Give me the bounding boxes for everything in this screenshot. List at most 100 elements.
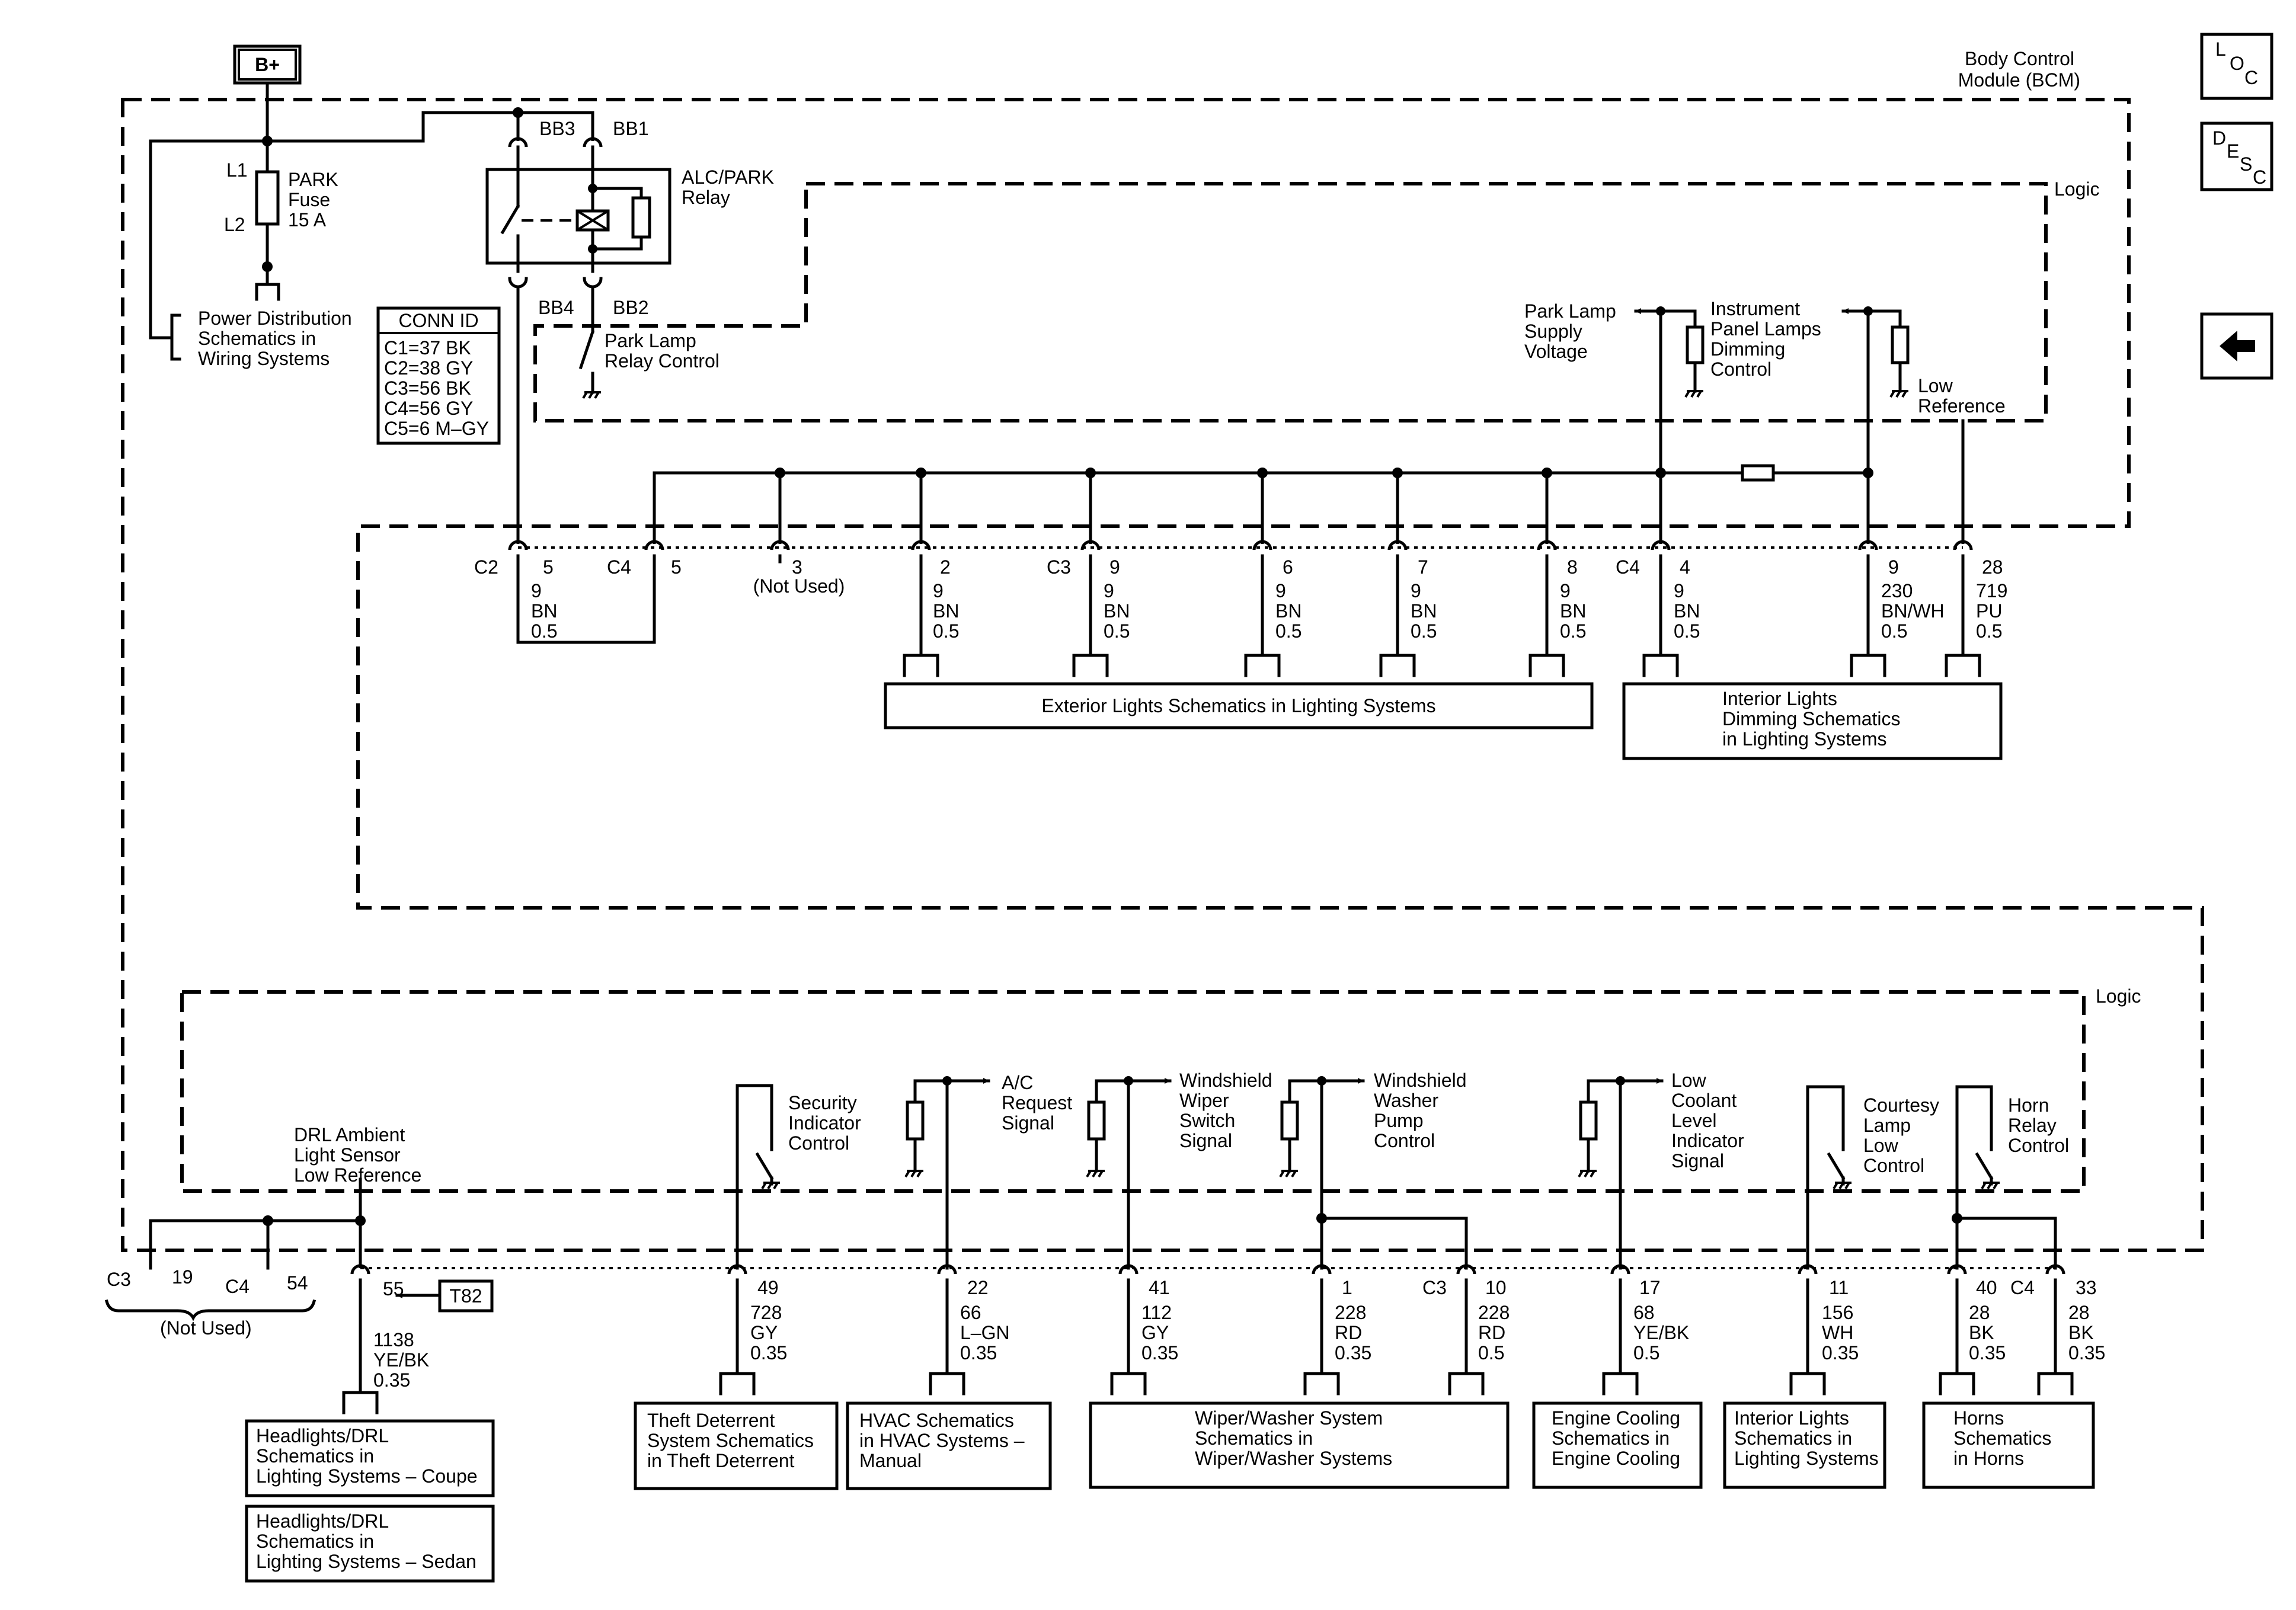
hvac-ref[interactable]: HVAC Schematics in HVAC Systems – Manual — [846, 1401, 1052, 1490]
upper-pin-10-num: 9 — [1888, 556, 1899, 578]
coolant-label-2: Coolant — [1671, 1090, 1737, 1111]
svg-text:System Schematics: System Schematics — [647, 1430, 814, 1451]
courtesy-label-3: Low — [1863, 1135, 1899, 1156]
svg-text:HVAC Schematics: HVAC Schematics — [859, 1410, 1014, 1431]
loc-letter-l: L — [2215, 39, 2226, 60]
wiper-washer-ref[interactable]: Wiper/Washer System Schematics in Wiper/… — [1089, 1401, 1510, 1489]
svg-text:Schematics in: Schematics in — [1195, 1427, 1313, 1449]
svg-text:230: 230 — [1881, 580, 1913, 601]
svg-text:1: 1 — [1342, 1277, 1352, 1298]
svg-text:0.35: 0.35 — [1822, 1342, 1859, 1363]
lower-c4b-label: C4 — [2010, 1277, 2035, 1298]
interior-lights-ref[interactable]: Interior Lights Schematics in Lighting S… — [1723, 1401, 1886, 1489]
svg-text:Lighting Systems – Coupe: Lighting Systems – Coupe — [256, 1465, 478, 1487]
lower-logic-box — [180, 990, 2086, 1193]
conn-id-row-1: C1=37 BK — [384, 337, 471, 359]
svg-text:GY: GY — [750, 1322, 778, 1343]
svg-text:49: 49 — [757, 1277, 779, 1298]
svg-text:Schematics in: Schematics in — [1734, 1427, 1852, 1449]
svg-text:YE/BK: YE/BK — [1633, 1322, 1689, 1343]
interior-dimming-ref[interactable] — [1622, 682, 2003, 760]
upper-pin-11-num: 28 — [1982, 556, 2003, 578]
upper-pin-1-num: 5 — [543, 556, 554, 578]
relay-label-2: Relay — [682, 187, 730, 208]
svg-text:55: 55 — [383, 1278, 404, 1299]
interior-dimming-3: in Lighting Systems — [1722, 728, 1886, 750]
svg-text:BN: BN — [1411, 600, 1437, 622]
horns-ref[interactable]: Horns Schematics in Horns — [1922, 1401, 2095, 1489]
loc-letter-c: C — [2244, 67, 2258, 88]
svg-text:0.35: 0.35 — [750, 1342, 787, 1363]
svg-text:9: 9 — [1560, 580, 1571, 601]
washer-label-4: Control — [1374, 1130, 1435, 1151]
svg-text:0.5: 0.5 — [1560, 620, 1586, 642]
ip-dimming-2: Panel Lamps — [1710, 318, 1821, 340]
svg-text:Schematics in: Schematics in — [256, 1445, 374, 1467]
upper-pin-8-num: 8 — [1567, 556, 1578, 578]
arrow-left-icon — [2220, 331, 2255, 361]
svg-text:Engine Cooling: Engine Cooling — [1552, 1407, 1680, 1429]
svg-text:Theft Deterrent: Theft Deterrent — [647, 1410, 775, 1431]
horn-label-1: Horn — [2008, 1094, 2049, 1116]
back-button[interactable] — [2200, 312, 2273, 380]
svg-text:22: 22 — [967, 1277, 989, 1298]
svg-text:41: 41 — [1149, 1277, 1170, 1298]
svg-text:BN: BN — [1674, 600, 1700, 622]
desc-button[interactable]: D E S C — [2200, 121, 2273, 191]
drl-label-2: Light Sensor — [294, 1144, 401, 1166]
wiper-label-4: Signal — [1179, 1130, 1232, 1151]
bb1-connector — [584, 123, 601, 147]
bb3-connector — [510, 123, 526, 147]
svg-text:WH: WH — [1822, 1322, 1853, 1343]
svg-text:Schematics: Schematics — [1953, 1427, 2051, 1449]
svg-text:9: 9 — [1104, 580, 1114, 601]
ac-label-1: A/C — [1002, 1072, 1033, 1093]
svg-text:0.5: 0.5 — [1275, 620, 1302, 642]
low-ref-1: Low — [1918, 375, 1953, 396]
dimming-resistor — [1741, 464, 1775, 482]
svg-text:GY: GY — [1141, 1322, 1169, 1343]
loc-button[interactable]: L O C — [2200, 33, 2273, 100]
svg-text:0.5: 0.5 — [1411, 620, 1437, 642]
engine-cooling-ref[interactable]: Engine Cooling Schematics in Engine Cool… — [1532, 1401, 1703, 1489]
ip-dimming-1: Instrument — [1710, 298, 1800, 319]
headlights-sedan-ref[interactable]: Headlights/DRL Schematics in Lighting Sy… — [245, 1505, 495, 1583]
conn-id-title: CONN ID — [398, 310, 478, 331]
upper-pin-6-num: 6 — [1283, 556, 1293, 578]
horn-label-2: Relay — [2008, 1115, 2057, 1136]
svg-text:68: 68 — [1633, 1302, 1655, 1323]
bb2-label: BB2 — [613, 297, 648, 318]
svg-text:1138: 1138 — [373, 1329, 414, 1350]
svg-text:BK: BK — [2068, 1322, 2094, 1343]
svg-text:112: 112 — [1141, 1302, 1172, 1323]
upper-c2-label: C2 — [474, 556, 498, 578]
lower-pin-numbers: 55 49 22 41 1 10 17 11 40 33 — [383, 1277, 2097, 1299]
ip-dimming-3: Dimming — [1710, 338, 1785, 360]
svg-text:0.35: 0.35 — [960, 1342, 997, 1363]
washer-label-3: Pump — [1374, 1110, 1424, 1131]
svg-text:BN: BN — [1560, 600, 1586, 622]
battery-label: B+ — [255, 54, 280, 75]
upper-pin-2-num: 5 — [671, 556, 682, 578]
low-ref-2: Reference — [1918, 395, 2006, 417]
fuse-label-1: PARK — [288, 169, 338, 190]
svg-text:PU: PU — [1976, 600, 2002, 622]
exterior-lights-ref[interactable] — [884, 682, 1594, 729]
lower-not-used: (Not Used) — [160, 1317, 252, 1339]
svg-text:156: 156 — [1822, 1302, 1853, 1323]
svg-text:728: 728 — [750, 1302, 782, 1323]
lower-c3-label: C3 — [107, 1269, 131, 1290]
upper-not-used: (Not Used) — [753, 575, 845, 597]
coolant-label-4: Indicator — [1671, 1130, 1744, 1151]
svg-text:17: 17 — [1639, 1277, 1661, 1298]
theft-deterrent-ref[interactable]: Theft Deterrent System Schematics in The… — [634, 1401, 839, 1490]
svg-text:in Theft Deterrent: in Theft Deterrent — [647, 1450, 795, 1471]
svg-text:719: 719 — [1976, 580, 2007, 601]
module-label-2: Module (BCM) — [1958, 69, 2080, 91]
svg-text:BN: BN — [1275, 600, 1302, 622]
svg-text:Lighting Systems: Lighting Systems — [1734, 1448, 1879, 1469]
svg-text:0.5: 0.5 — [933, 620, 959, 642]
courtesy-label-4: Control — [1863, 1155, 1924, 1176]
upper-wire-labels: 9 BN 0.5 9 BN 0.5 9 BN 0.5 9 BN 0.5 9 BN… — [531, 580, 2007, 642]
headlights-coupe-ref[interactable]: Headlights/DRL Schematics in Lighting Sy… — [245, 1419, 495, 1497]
